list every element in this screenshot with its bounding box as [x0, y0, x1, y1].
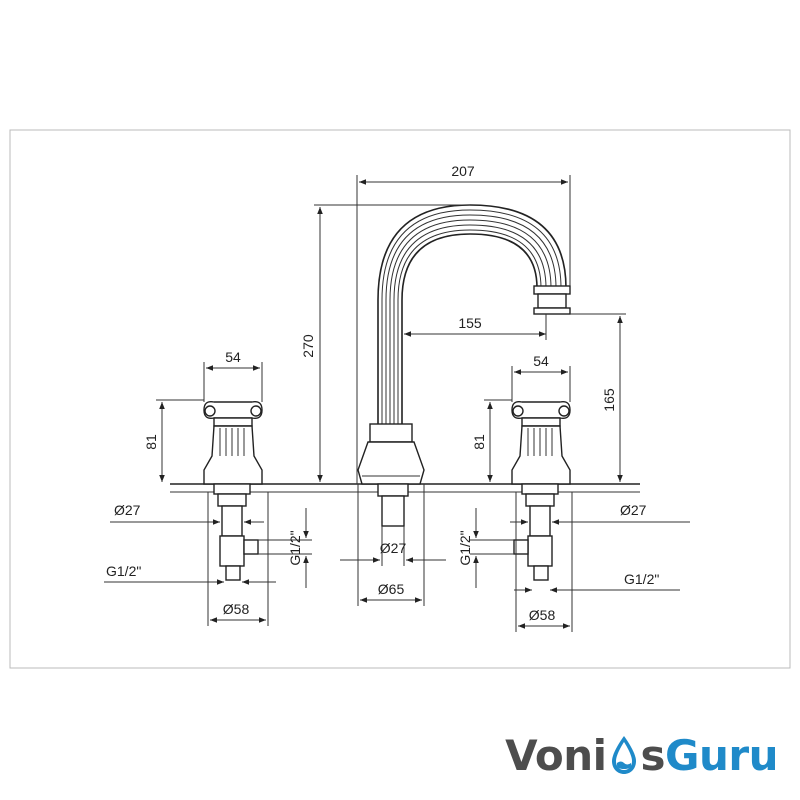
- dim-right-g12: G1/2": [624, 571, 659, 587]
- voniosguru-logo: Voni s Guru: [505, 730, 779, 780]
- dim-center-d65: Ø65: [378, 581, 405, 597]
- dim-right-d27: Ø27: [620, 502, 647, 518]
- water-drop-icon: [611, 736, 636, 774]
- spout: [357, 204, 571, 527]
- dim-left-outlet-g12: G1/2": [287, 530, 303, 565]
- dim-207: 207: [451, 163, 475, 179]
- logo-text-guru: Guru: [665, 730, 779, 780]
- dim-right-d58: Ø58: [529, 607, 556, 623]
- dim-left-g12: G1/2": [106, 563, 141, 579]
- dim-right-54: 54: [533, 353, 549, 369]
- dim-left-54: 54: [225, 349, 241, 365]
- dim-right-81: 81: [471, 434, 487, 450]
- dim-270: 270: [300, 334, 316, 358]
- dim-right-outlet-g12: G1/2": [457, 530, 473, 565]
- dimension-lines: [104, 175, 690, 632]
- dim-165: 165: [601, 388, 617, 412]
- left-handle: [203, 400, 263, 581]
- dim-left-d27: Ø27: [114, 502, 141, 518]
- logo-text-s: s: [640, 730, 666, 780]
- dim-left-d58: Ø58: [223, 601, 250, 617]
- dim-center-d27: Ø27: [380, 540, 407, 556]
- right-handle: [511, 400, 571, 581]
- drawing-frame: [9, 129, 791, 669]
- dim-155: 155: [458, 315, 482, 331]
- dim-left-81: 81: [143, 434, 159, 450]
- logo-text-voni: Voni: [505, 730, 607, 780]
